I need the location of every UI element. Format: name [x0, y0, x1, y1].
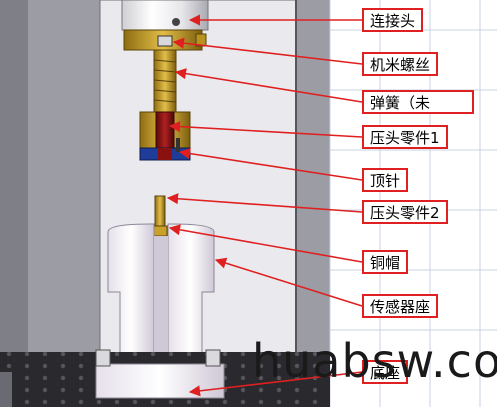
arrow-press-head-2	[166, 193, 363, 213]
label-ejector-pin: 顶针	[362, 168, 409, 192]
copper-cap-part	[152, 225, 168, 237]
base-bolt-left	[95, 349, 111, 367]
sensor-seat-part	[107, 223, 155, 371]
frame-left-panel	[0, 0, 28, 360]
base-left-block	[0, 372, 12, 407]
label-machine-screw: 机米螺丝	[362, 52, 439, 76]
arrow-copper-cap	[168, 224, 363, 263]
base-part	[95, 363, 225, 399]
arrow-spring	[174, 68, 363, 103]
leader-arrows	[166, 14, 363, 397]
base-bolt-right	[205, 349, 221, 367]
arrow-machine-screw	[172, 37, 363, 65]
connector-hole	[172, 18, 180, 26]
watermark-text: huabsw.co	[252, 334, 497, 388]
arrow-press-head-1	[168, 120, 363, 138]
label-spring: 弹簧（未	[362, 90, 474, 114]
label-press-head-part-1: 压头零件1	[362, 125, 448, 149]
ejector-pin-part	[155, 111, 175, 153]
ejector-pin-tip	[158, 148, 172, 160]
label-sensor-seat: 传感器座	[362, 294, 439, 318]
press-head-tab	[195, 33, 207, 47]
spring-coils	[153, 59, 177, 103]
arrow-base	[188, 371, 363, 397]
label-connector: 连接头	[362, 8, 424, 32]
machine-screw-part	[157, 35, 173, 47]
label-press-head-part-2: 压头零件2	[362, 200, 448, 224]
arrow-sensor-seat	[214, 257, 363, 307]
arrow-ejector-pin	[178, 147, 363, 181]
sensor-seat-part-right	[167, 223, 215, 371]
press-head-screw	[176, 138, 180, 152]
connector-part	[121, 0, 209, 31]
label-copper-cap: 铜帽	[362, 250, 409, 274]
sensor-seat-slot	[154, 236, 168, 370]
label-base: 底座	[362, 360, 409, 384]
